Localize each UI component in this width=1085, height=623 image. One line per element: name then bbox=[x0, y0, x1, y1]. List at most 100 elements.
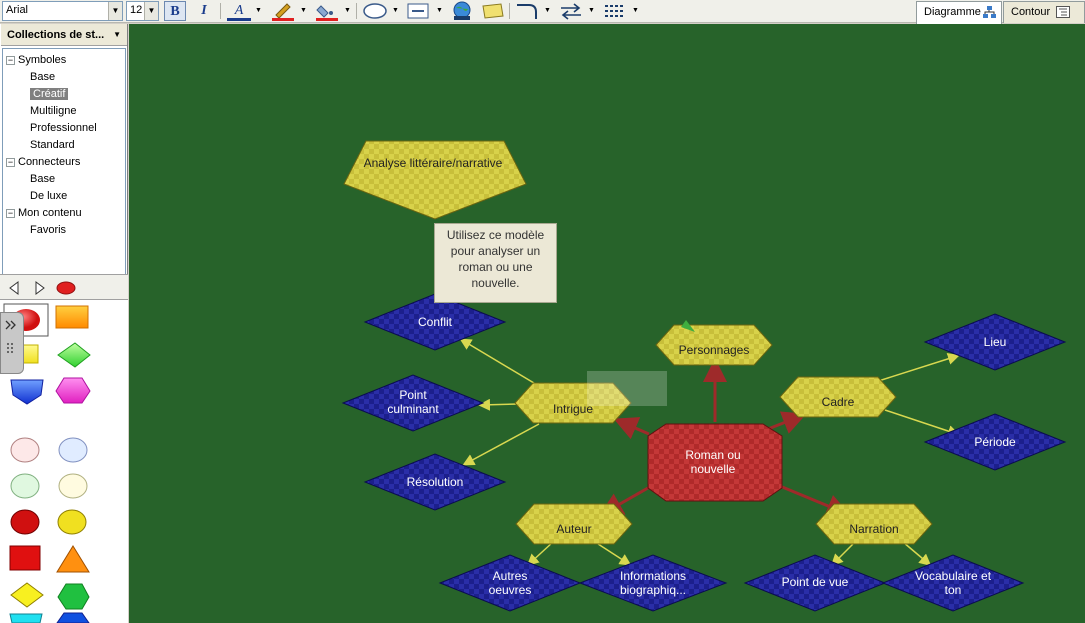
italic-button[interactable]: I bbox=[201, 3, 207, 18]
palette-blue-pentagon[interactable] bbox=[10, 379, 44, 405]
node-periode[interactable] bbox=[923, 413, 1067, 471]
palette-orange-rectangle[interactable] bbox=[55, 305, 89, 329]
palette-cream-circle[interactable] bbox=[58, 473, 88, 499]
node-narration[interactable] bbox=[815, 503, 933, 545]
tab-label: Diagramme bbox=[924, 6, 981, 18]
palette-orange-triangle[interactable] bbox=[56, 545, 90, 573]
connector-point-de-vue[interactable] bbox=[830, 541, 856, 567]
green-marker-icon[interactable] bbox=[681, 320, 695, 332]
node-personnages[interactable] bbox=[655, 324, 773, 366]
chevron-down-icon[interactable]: ▼ bbox=[632, 7, 639, 14]
connector-style-button[interactable] bbox=[514, 1, 542, 21]
connector-intrigue[interactable] bbox=[613, 417, 650, 440]
node-auteur[interactable] bbox=[515, 503, 633, 545]
palette-red-square[interactable] bbox=[9, 545, 41, 571]
collapse-toggle-icon[interactable]: − bbox=[6, 208, 15, 218]
chevron-down-icon[interactable]: ▼ bbox=[108, 2, 122, 20]
tree-item[interactable]: −Symboles bbox=[6, 52, 66, 68]
palette-green-hexagon[interactable] bbox=[57, 583, 90, 610]
note-icon bbox=[482, 3, 504, 19]
chevron-down-icon[interactable]: ▼ bbox=[436, 7, 443, 14]
tree-item[interactable]: Base bbox=[30, 171, 55, 187]
palette-magenta-hexagon[interactable] bbox=[55, 377, 91, 404]
tree-item[interactable]: Multiligne bbox=[30, 103, 76, 119]
chevron-down-icon[interactable]: ▼ bbox=[344, 7, 351, 14]
next-icon[interactable] bbox=[34, 281, 46, 295]
chevron-down-icon[interactable]: ▼ bbox=[588, 7, 595, 14]
fill-color-button[interactable] bbox=[314, 1, 340, 21]
shape-button[interactable] bbox=[362, 1, 390, 21]
font-name-select[interactable]: Arial ▼ bbox=[2, 1, 123, 21]
previous-icon[interactable] bbox=[8, 281, 20, 295]
tab-contour[interactable]: Contour bbox=[1003, 1, 1085, 23]
tree-item[interactable]: −Mon contenu bbox=[6, 205, 82, 221]
panel-collapse-handle[interactable] bbox=[0, 312, 24, 374]
diagram-canvas[interactable]: Utilisez ce modèle pour analyser un roma… bbox=[129, 24, 1085, 623]
insert-note-button[interactable] bbox=[480, 1, 506, 21]
tree-item[interactable]: Professionnel bbox=[30, 120, 97, 136]
palette-green-diamond[interactable] bbox=[57, 342, 91, 368]
bold-button[interactable]: B bbox=[164, 1, 186, 21]
collapse-toggle-icon[interactable]: − bbox=[6, 157, 15, 167]
node-vocabulaire[interactable] bbox=[881, 554, 1025, 612]
palette-light-green-circle[interactable] bbox=[10, 473, 40, 499]
chevron-down-icon[interactable]: ▼ bbox=[392, 7, 399, 14]
connector-periode[interactable] bbox=[884, 409, 960, 437]
tree-item[interactable]: Base bbox=[30, 69, 55, 85]
node-cadre[interactable] bbox=[779, 376, 897, 418]
tree-item-label: Créatif bbox=[30, 88, 69, 100]
node-intrigue[interactable] bbox=[514, 382, 632, 424]
curved-connector-icon bbox=[517, 4, 537, 19]
diagram-drawing bbox=[341, 140, 1067, 612]
connector-resolution[interactable] bbox=[462, 423, 540, 466]
chevron-down-icon[interactable]: ▼ bbox=[300, 7, 307, 14]
tab-diagramme[interactable]: Diagramme bbox=[916, 1, 1002, 24]
palette-light-blue-circle[interactable] bbox=[58, 437, 88, 463]
collections-dropdown[interactable]: Collections de st... ▼ bbox=[1, 24, 127, 46]
tree-item[interactable]: Créatif bbox=[30, 86, 69, 102]
template-note[interactable]: Utilisez ce modèle pour analyser un roma… bbox=[434, 223, 557, 303]
text-box-button[interactable] bbox=[405, 1, 431, 21]
connector-autres-oeuvres[interactable] bbox=[526, 541, 554, 567]
chevron-down-icon[interactable]: ▼ bbox=[144, 2, 158, 20]
pencil-icon bbox=[272, 3, 294, 21]
node-point-culminant[interactable] bbox=[341, 374, 485, 432]
tree-item[interactable]: −Connecteurs bbox=[6, 154, 80, 170]
palette-nav-bar bbox=[0, 274, 128, 300]
triangle-down-icon[interactable]: ▼ bbox=[113, 30, 121, 39]
tree-item[interactable]: De luxe bbox=[30, 188, 67, 204]
palette-pink-circle[interactable] bbox=[10, 437, 40, 463]
connector-point-culminant[interactable] bbox=[478, 398, 520, 411]
collapse-toggle-icon[interactable]: − bbox=[6, 55, 15, 65]
node-autres-oeuvres[interactable] bbox=[438, 554, 582, 612]
insert-hyperlink-button[interactable] bbox=[449, 1, 475, 21]
palette-red-circle[interactable] bbox=[10, 509, 40, 535]
node-point-de-vue[interactable] bbox=[743, 554, 887, 612]
palette-yellow-diamond[interactable] bbox=[10, 582, 44, 608]
central-octagon[interactable] bbox=[647, 423, 783, 502]
line-pattern-button[interactable] bbox=[602, 1, 628, 21]
stop-icon[interactable] bbox=[56, 280, 78, 296]
palette-cyan-pentagon[interactable] bbox=[9, 613, 43, 623]
collections-title: Collections de st... bbox=[7, 29, 105, 41]
node-informations[interactable] bbox=[578, 554, 728, 612]
tree-item-label: Favoris bbox=[30, 224, 67, 236]
font-color-button[interactable]: A bbox=[227, 1, 251, 21]
connector-informations[interactable] bbox=[594, 541, 632, 566]
tree-item[interactable]: Standard bbox=[30, 137, 75, 153]
node-conflit[interactable] bbox=[363, 293, 507, 351]
line-color-button[interactable] bbox=[270, 1, 296, 21]
palette-blue-hexagon[interactable] bbox=[56, 612, 90, 623]
title-pentagon[interactable] bbox=[343, 140, 527, 220]
tree-item[interactable]: Favoris bbox=[30, 222, 66, 238]
chevron-down-icon[interactable]: ▼ bbox=[544, 7, 551, 14]
palette-yellow-circle[interactable] bbox=[57, 509, 87, 535]
font-size-select[interactable]: 12 ▼ bbox=[126, 1, 159, 21]
connector-lieu[interactable] bbox=[868, 353, 960, 385]
connector-vocabulaire[interactable] bbox=[902, 541, 932, 566]
node-resolution[interactable] bbox=[363, 453, 507, 511]
chevron-down-icon[interactable]: ▼ bbox=[255, 7, 262, 14]
arrow-style-button[interactable] bbox=[558, 1, 584, 21]
node-lieu[interactable] bbox=[923, 313, 1067, 371]
